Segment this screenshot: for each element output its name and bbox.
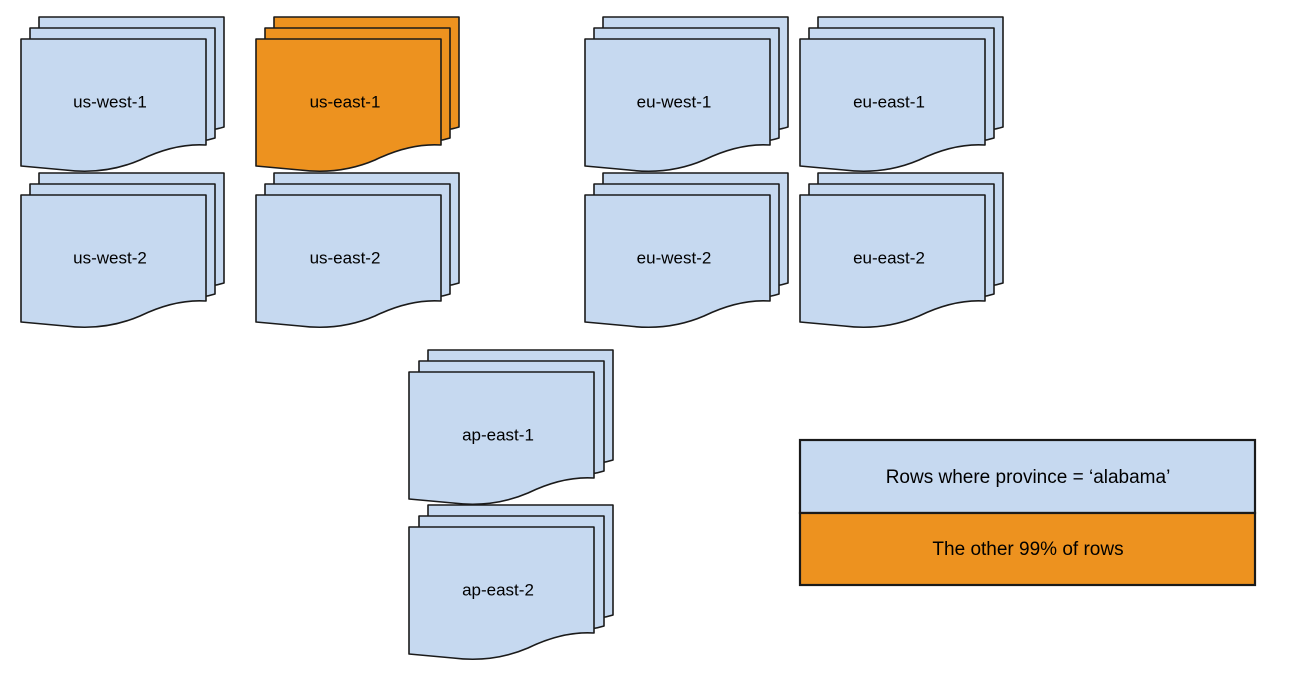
sheet-front — [20, 38, 207, 173]
stack-eu-east-2[interactable]: eu-east-2 — [799, 172, 1004, 329]
legend-label-orange: The other 99% of rows — [932, 539, 1123, 560]
stack-label: eu-east-1 — [853, 92, 925, 111]
sheet-front — [799, 38, 986, 173]
stack-label: ap-east-1 — [462, 425, 534, 444]
stack-us-east-2[interactable]: us-east-2 — [255, 172, 460, 329]
sheet-front — [408, 526, 595, 661]
stack-label: eu-west-2 — [637, 248, 712, 267]
legend-item-blue: Rows where province = ‘alabama’ — [798, 438, 1257, 515]
stack-us-east-1[interactable]: us-east-1 — [255, 16, 460, 173]
stack-ap-east-2[interactable]: ap-east-2 — [408, 504, 614, 661]
sheet-front — [255, 194, 442, 329]
stack-label: ap-east-2 — [462, 580, 534, 599]
sheet-front — [255, 38, 442, 173]
legend-swatch-orange — [798, 511, 1257, 587]
stack-label: us-west-2 — [73, 248, 147, 267]
stack-us-west-2[interactable]: us-west-2 — [20, 172, 225, 329]
stack-eu-east-1[interactable]: eu-east-1 — [799, 16, 1004, 173]
stack-us-west-1[interactable]: us-west-1 — [20, 16, 225, 173]
stack-eu-west-2[interactable]: eu-west-2 — [584, 172, 789, 329]
sheet-front — [408, 371, 595, 506]
stack-label: eu-east-2 — [853, 248, 925, 267]
stack-label: us-east-2 — [310, 248, 381, 267]
legend: Rows where province = ‘alabama’ The othe… — [798, 438, 1257, 587]
stack-label: eu-west-1 — [637, 92, 712, 111]
stack-ap-east-1[interactable]: ap-east-1 — [408, 349, 614, 506]
sheet-front — [799, 194, 986, 329]
sheet-front — [20, 194, 207, 329]
sheet-front — [584, 38, 771, 173]
stack-label: us-east-1 — [310, 92, 381, 111]
sheet-front — [584, 194, 771, 329]
legend-item-orange: The other 99% of rows — [798, 511, 1257, 587]
stack-label: us-west-1 — [73, 92, 147, 111]
stack-eu-west-1[interactable]: eu-west-1 — [584, 16, 789, 173]
legend-label-blue: Rows where province = ‘alabama’ — [886, 467, 1171, 488]
